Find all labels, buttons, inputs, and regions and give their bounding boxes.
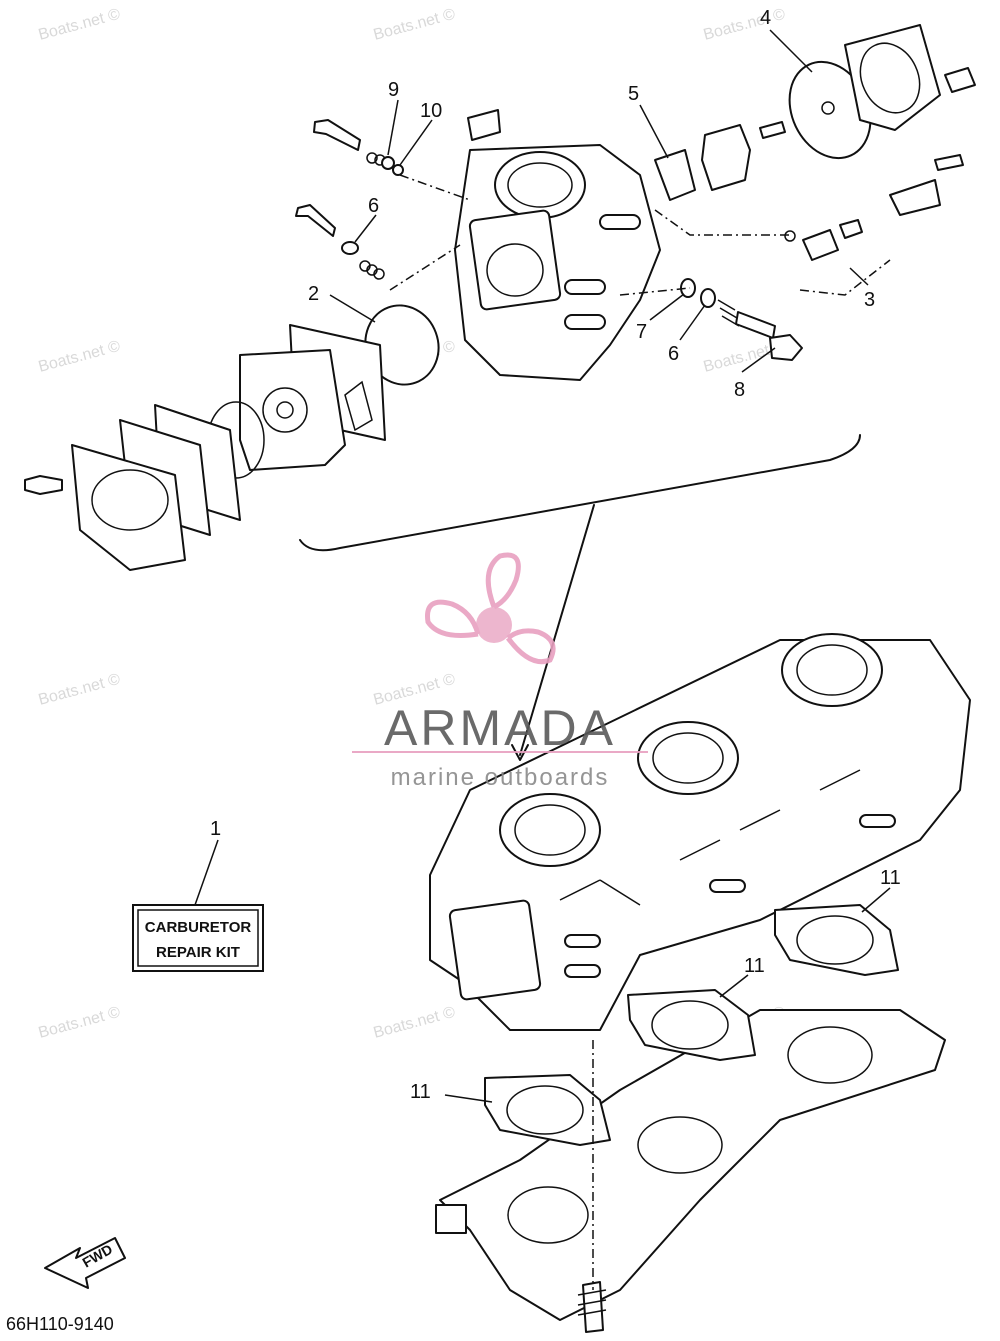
- washer-9: [381, 156, 395, 170]
- callout-8: 8: [734, 379, 745, 401]
- watermark: Boats.net ©: [702, 6, 788, 44]
- pump-cover-face: [468, 209, 562, 311]
- callout-11a: 11: [880, 867, 901, 889]
- callout-5: 5: [628, 83, 639, 105]
- cover-screw: [24, 475, 63, 495]
- callout-6b: 6: [668, 343, 679, 365]
- callout-11b: 11: [744, 955, 765, 977]
- cover-screw: [944, 67, 976, 93]
- carburetor-nozzle: [564, 314, 606, 330]
- watermark: Boats.net ©: [37, 338, 123, 376]
- adjust-screw-8: [735, 311, 776, 339]
- watermark: Boats.net ©: [372, 6, 458, 44]
- fwd-arrow-icon: FWD: [44, 1237, 126, 1289]
- washer-6: [700, 288, 716, 308]
- diagram-code: 66H110-9140: [6, 1314, 114, 1334]
- callout-6a: 6: [368, 195, 379, 217]
- logo-tagline: marine outboards: [391, 764, 610, 791]
- callout-1: 1: [210, 818, 221, 840]
- gasket: [844, 24, 941, 131]
- logo-name: ARMADA: [384, 700, 616, 756]
- watermark: Boats.net ©: [37, 6, 123, 44]
- callout-10: 10: [420, 100, 442, 122]
- repair-kit-line1: CARBURETOR: [145, 919, 252, 936]
- pump-cover-face: [448, 899, 542, 1001]
- cover-screw: [759, 121, 786, 139]
- callout-3: 3: [864, 289, 875, 311]
- callout-11c: 11: [410, 1081, 431, 1103]
- callout-2: 2: [308, 283, 319, 305]
- watermark: Boats.net ©: [37, 671, 123, 709]
- gasket-11: [627, 989, 756, 1061]
- callout-labels: 1 2 3 4 5 6 6 7 8 9 10 11 11 11: [210, 7, 901, 1103]
- carburetor-repair-kit-label: CARBURETOR REPAIR KIT: [132, 904, 264, 972]
- throttle-bracket: [467, 109, 501, 141]
- cover-body: [701, 124, 751, 191]
- gasket-11: [484, 1074, 611, 1146]
- repair-kit-line2: REPAIR KIT: [156, 944, 240, 961]
- propeller-icon: [425, 552, 556, 665]
- callout-4: 4: [760, 7, 771, 29]
- gasket-5: [654, 149, 696, 201]
- screw-head: [769, 334, 803, 361]
- float-pin: [934, 154, 964, 171]
- callout-9: 9: [388, 79, 399, 101]
- needle-valve-seat: [802, 229, 839, 261]
- leader-arrow: [519, 504, 595, 756]
- pilot-screw: [313, 119, 361, 151]
- fuel-pump-cover: [71, 444, 186, 571]
- carburetor-nozzle: [564, 279, 606, 295]
- needle-valve: [839, 219, 863, 239]
- o-ring-10: [392, 164, 404, 176]
- callout-7: 7: [636, 321, 647, 343]
- o-ring: [784, 230, 796, 242]
- watermark: Boats.net ©: [372, 1004, 458, 1042]
- carburetor-assembly-view: [429, 633, 971, 1333]
- manifold-boss: [435, 1204, 467, 1234]
- group-bracket: [299, 434, 861, 552]
- o-ring-7: [680, 278, 696, 298]
- armada-logo: ARMADA marine outboards: [352, 552, 648, 791]
- washer-6: [341, 241, 359, 255]
- float-bracket: [889, 179, 941, 216]
- callout-leaders: [194, 29, 891, 1103]
- carburetor-nozzle: [599, 214, 641, 230]
- adjust-screw: [295, 204, 336, 237]
- watermark: Boats.net ©: [37, 1004, 123, 1042]
- carburetor-exploded-view: [24, 24, 976, 761]
- manifold-bolt: [582, 1281, 604, 1333]
- intake-manifold: [439, 1009, 946, 1321]
